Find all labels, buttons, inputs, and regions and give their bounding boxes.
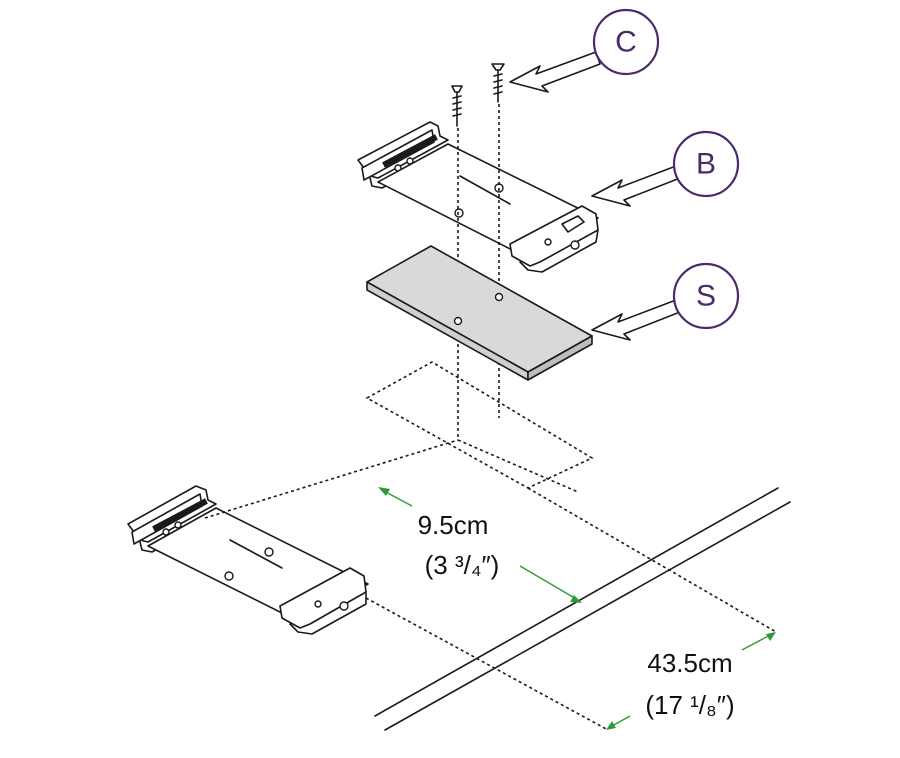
dimension-spacing-arrow <box>378 487 582 603</box>
screws-c <box>451 63 505 127</box>
spacing-imperial-label: (3 ³/₄″) <box>425 550 500 580</box>
bracket-lower <box>127 485 369 635</box>
callout-c-ring <box>592 8 660 76</box>
bracket-b <box>357 121 599 273</box>
spacer-s <box>366 245 593 381</box>
callout-s: S <box>591 262 740 341</box>
spacing-metric-label: 9.5cm <box>418 510 489 540</box>
callout-s-letter: S <box>696 280 716 313</box>
callout-b-letter: B <box>696 148 716 181</box>
callout-s-ring <box>672 262 740 330</box>
callout-b: B <box>591 130 740 207</box>
callout-b-ring <box>672 130 740 198</box>
depth-imperial-label: (17 ¹/₈″) <box>645 690 734 720</box>
callout-c-letter: C <box>615 26 637 59</box>
dimension-depth-arrow <box>606 632 776 730</box>
depth-metric-label: 43.5cm <box>647 648 732 678</box>
callout-c: C <box>509 8 660 93</box>
footprint-outline <box>365 361 594 489</box>
guide-lines <box>204 439 777 731</box>
